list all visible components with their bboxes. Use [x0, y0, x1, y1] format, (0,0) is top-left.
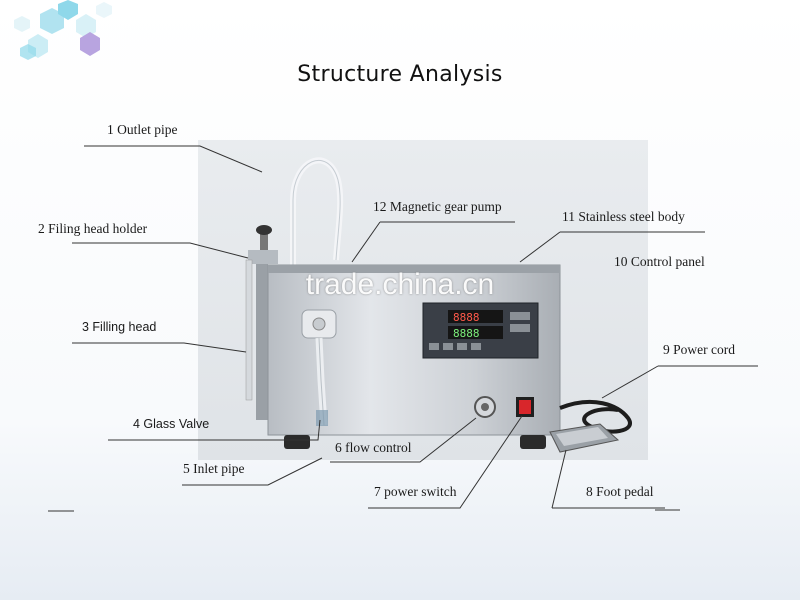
leader-power-cord-pointer	[601, 365, 659, 399]
foot-left	[284, 435, 310, 449]
leader-flow-control	[330, 417, 477, 463]
leader-glass-valve	[108, 419, 321, 441]
glass-valve	[316, 410, 328, 426]
label-power-switch: 7 power switch	[374, 484, 457, 499]
label-glass-valve: 4 Glass Valve	[133, 417, 210, 431]
label-power-cord: 9 Power cord	[663, 342, 735, 357]
svg-text:8888: 8888	[453, 311, 480, 324]
leader-inlet-pipe	[182, 457, 323, 486]
label-flow-control: 6 flow control	[335, 440, 412, 455]
label-stainless-body: 11 Stainless steel body	[562, 209, 685, 224]
filling-head	[245, 259, 253, 401]
foot-right	[520, 435, 546, 449]
label-gear-pump: 12 Magnetic gear pump	[373, 199, 502, 214]
machine-illustration: 8888 8888	[198, 140, 648, 460]
leader-stainless-body-pointer	[519, 231, 561, 263]
leader-foot-pedal-pointer	[551, 449, 567, 509]
power-cord	[559, 399, 632, 434]
leader-filling-head-holder	[72, 242, 249, 259]
filling-head-holder	[256, 250, 268, 420]
label-filling-head: 3 Filling head	[82, 320, 157, 334]
diagram-title: Structure Analysis	[297, 62, 503, 87]
adjust-knob	[256, 225, 272, 235]
leader-power-switch	[368, 415, 523, 509]
label-outlet-pipe: 1 Outlet pipe	[107, 122, 178, 137]
label-control-panel: 10 Control panel	[614, 254, 705, 269]
watermark-text: trade.china.cn	[305, 268, 495, 301]
leader-filling-head	[72, 342, 247, 353]
leader-outlet-pipe	[84, 145, 263, 173]
hexagon-decoration	[14, 0, 112, 60]
label-filling-head-holder: 2 Filing head holder	[38, 221, 148, 236]
label-inlet-pipe: 5 Inlet pipe	[183, 461, 245, 476]
svg-text:8888: 8888	[453, 327, 480, 340]
leader-gear-pump-pointer	[351, 221, 381, 263]
label-foot-pedal: 8 Foot pedal	[586, 484, 654, 499]
